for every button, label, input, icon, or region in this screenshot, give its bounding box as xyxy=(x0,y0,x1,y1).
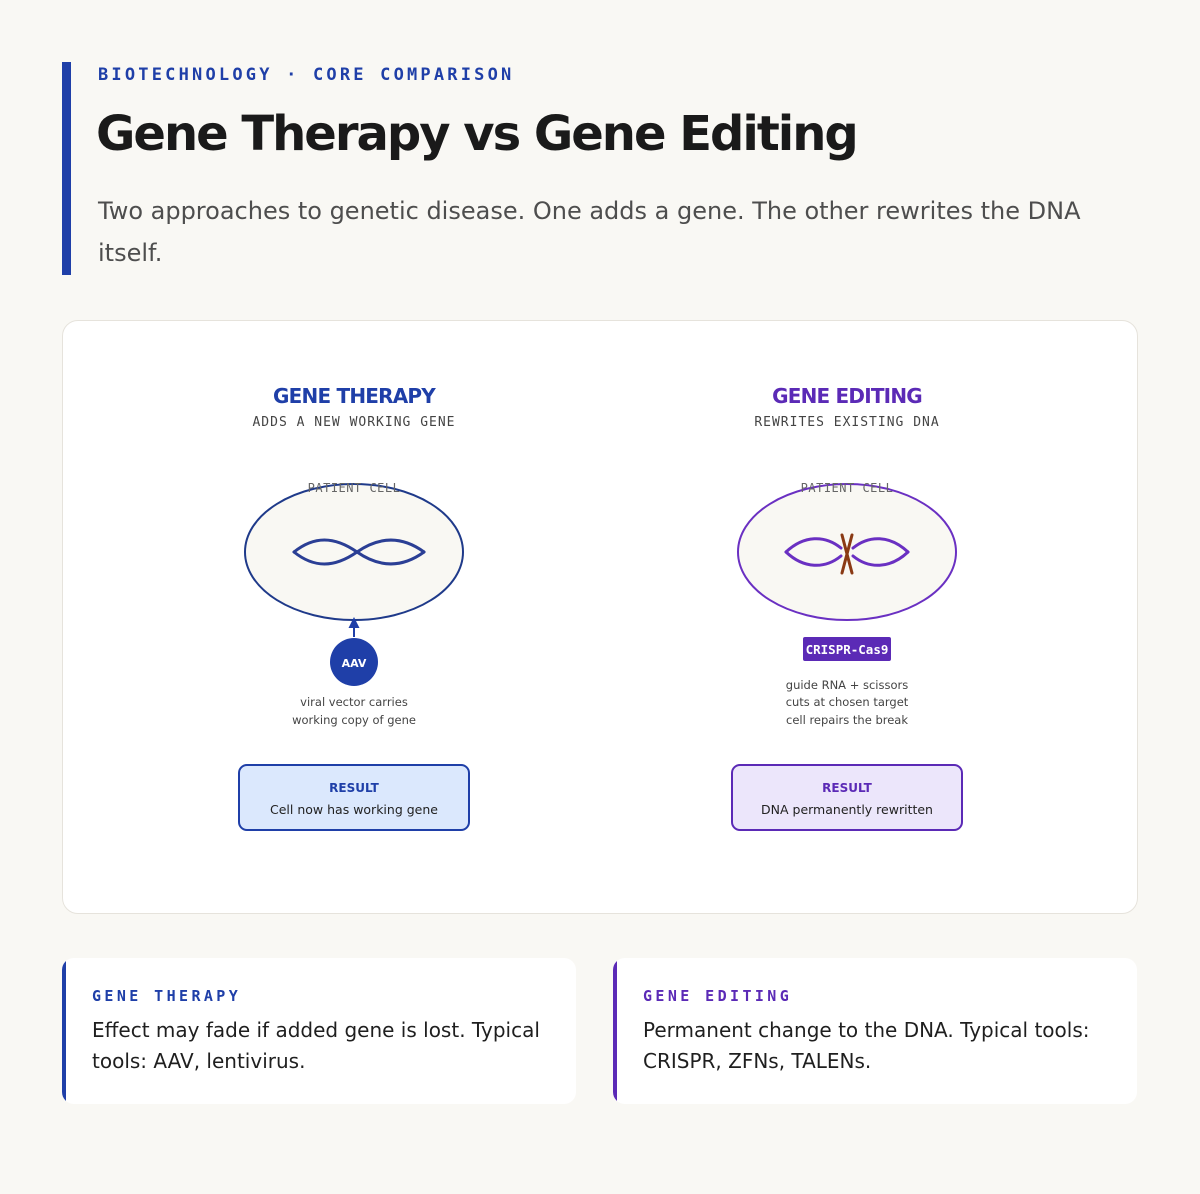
result-text-therapy: Cell now has working gene xyxy=(270,802,438,817)
gene-editing-tagline: REWRITES EXISTING DNA xyxy=(754,415,939,430)
result-box-therapy xyxy=(238,764,470,831)
crispr-cas9-badge xyxy=(803,637,891,661)
tool-note-line-3: cell repairs the break xyxy=(786,713,908,727)
vector-note-line-1: viral vector carries xyxy=(300,695,408,709)
dna-helix-therapy-icon xyxy=(292,538,426,566)
vector-note-line-2: working copy of gene xyxy=(292,713,416,727)
tool-note-line-2: cuts at chosen target xyxy=(786,695,909,709)
page-title: Gene Therapy vs Gene Editing xyxy=(96,106,859,162)
gene-therapy-column: GENE THERAPY ADDS A NEW WORKING GENE PAT… xyxy=(238,384,470,831)
gene-therapy-heading: GENE THERAPY xyxy=(273,384,436,408)
cut-site-icon xyxy=(840,533,854,575)
result-title-editing: RESULT xyxy=(822,781,872,795)
card-accent-bar xyxy=(613,958,617,1104)
gene-editing-column: GENE EDITING REWRITES EXISTING DNA PATIE… xyxy=(731,384,963,831)
patient-cell-label-therapy: PATIENT CELL xyxy=(308,481,401,495)
comparison-diagram: GENE THERAPY ADDS A NEW WORKING GENE PAT… xyxy=(62,320,1138,914)
card-text-therapy: Effect may fade if added gene is lost. T… xyxy=(92,1018,540,1073)
dna-helix-editing-icon xyxy=(784,537,910,567)
result-title-therapy: RESULT xyxy=(329,781,379,795)
result-box-editing xyxy=(731,764,963,831)
patient-cell-therapy xyxy=(244,483,464,621)
aav-vector-icon xyxy=(330,638,378,686)
gene-editing-card: GENE EDITING Permanent change to the DNA… xyxy=(613,958,1137,1104)
page-subtitle: Two approaches to genetic disease. One a… xyxy=(98,197,1081,267)
header: BIOTECHNOLOGY · CORE COMPARISON Gene The… xyxy=(62,62,1151,275)
diagram-canvas: GENE THERAPY ADDS A NEW WORKING GENE PAT… xyxy=(238,384,963,831)
patient-cell-label-editing: PATIENT CELL xyxy=(801,481,894,495)
card-accent-bar xyxy=(62,958,66,1104)
card-text-editing: Permanent change to the DNA. Typical too… xyxy=(643,1018,1090,1073)
aav-vector-label: AAV xyxy=(342,657,367,670)
crispr-cas9-label: CRISPR-Cas9 xyxy=(806,642,889,657)
gene-therapy-tagline: ADDS A NEW WORKING GENE xyxy=(252,415,455,430)
eyebrow: BIOTECHNOLOGY · CORE COMPARISON xyxy=(98,65,515,85)
card-label-therapy: GENE THERAPY xyxy=(92,987,242,1005)
tool-note-line-1: guide RNA + scissors xyxy=(786,678,908,692)
result-text-editing: DNA permanently rewritten xyxy=(761,802,933,817)
gene-therapy-card: GENE THERAPY Effect may fade if added ge… xyxy=(62,958,576,1104)
gene-editing-heading: GENE EDITING xyxy=(772,384,922,408)
delivery-arrow-head-icon xyxy=(348,617,360,628)
card-label-editing: GENE EDITING xyxy=(643,987,793,1005)
